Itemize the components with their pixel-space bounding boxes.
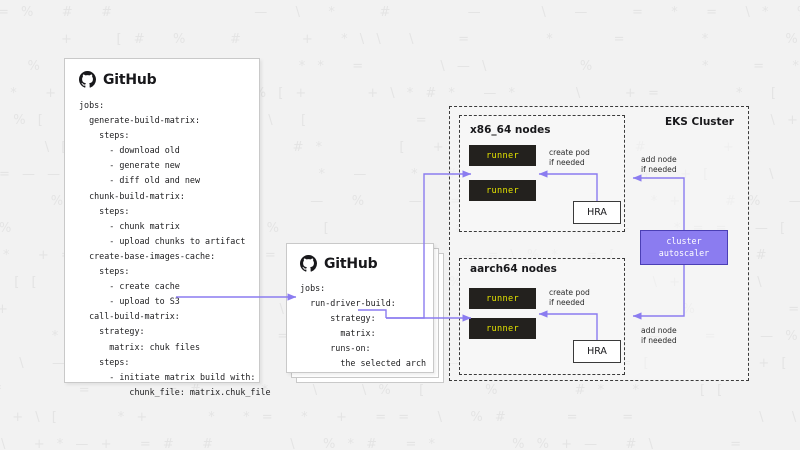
github-driver-card: GitHub jobs: run-driver-build: strategy:… — [286, 243, 434, 373]
hra-box-aarch64: HRA — [573, 340, 621, 363]
edge-label-create-pod-x86: create pod if needed — [549, 148, 590, 167]
github-brand-header-driver: GitHub — [300, 255, 433, 272]
cluster-autoscaler-line-2: autoscaler — [658, 247, 710, 258]
node-group-label-aarch64: aarch64 nodes — [470, 263, 557, 275]
github-brand-label: GitHub — [103, 71, 157, 88]
edge-label-add-node-aarch64: add node if needed — [641, 326, 677, 345]
cluster-autoscaler-line-1: cluster — [666, 236, 702, 246]
workflow-yaml-code: jobs: generate-build-matrix: steps: - do… — [79, 100, 271, 397]
edge-label-create-pod-aarch64: create pod if needed — [549, 288, 590, 307]
github-brand-header: GitHub — [79, 71, 259, 88]
github-brand-label: GitHub — [324, 255, 378, 272]
driver-yaml-code: jobs: run-driver-build: strategy: matrix… — [300, 283, 427, 369]
node-group-label-x86: x86_64 nodes — [470, 124, 551, 136]
edge-label-add-node-x86: add node if needed — [641, 155, 677, 174]
cluster-autoscaler-box: cluster autoscaler — [640, 230, 728, 265]
runner-pod-aarch64-2: runner — [469, 318, 536, 339]
github-workflow-card: GitHub jobs: generate-build-matrix: step… — [64, 58, 271, 397]
runner-pod-x86-2: runner — [469, 180, 536, 201]
hra-box-x86: HRA — [573, 201, 621, 224]
runner-pod-aarch64-1: runner — [469, 288, 536, 309]
github-mark-icon — [79, 71, 96, 88]
runner-pod-x86-1: runner — [469, 145, 536, 166]
eks-cluster-title: EKS Cluster — [665, 116, 734, 128]
github-mark-icon — [300, 255, 317, 272]
